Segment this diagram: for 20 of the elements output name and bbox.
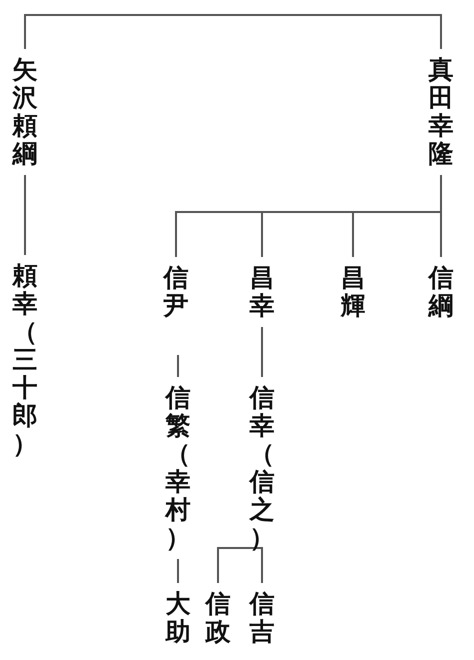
name-label: 信繁（幸村） xyxy=(164,384,192,552)
name-label: 信吉 xyxy=(248,590,276,646)
connector-line xyxy=(24,175,26,255)
name-label: 大助 xyxy=(164,590,192,646)
name-label: 昌幸 xyxy=(248,264,276,320)
connector-line xyxy=(177,559,179,583)
connector-line xyxy=(440,175,442,257)
connector-line xyxy=(216,547,263,583)
connector-line xyxy=(177,355,179,377)
name-label: 信幸（信之） xyxy=(248,384,276,552)
name-label: 昌輝 xyxy=(339,264,367,320)
connector-line xyxy=(24,14,442,49)
name-label: 信綱 xyxy=(427,264,455,320)
connector-line xyxy=(261,559,263,583)
name-label: 矢沢頼綱 xyxy=(11,56,39,168)
name-label: 信政 xyxy=(204,590,232,646)
connector-line xyxy=(261,327,263,377)
name-label: 真田幸隆 xyxy=(427,56,455,168)
name-label: 信尹 xyxy=(162,264,190,320)
name-label: 頼幸（三十郎） xyxy=(11,262,39,458)
